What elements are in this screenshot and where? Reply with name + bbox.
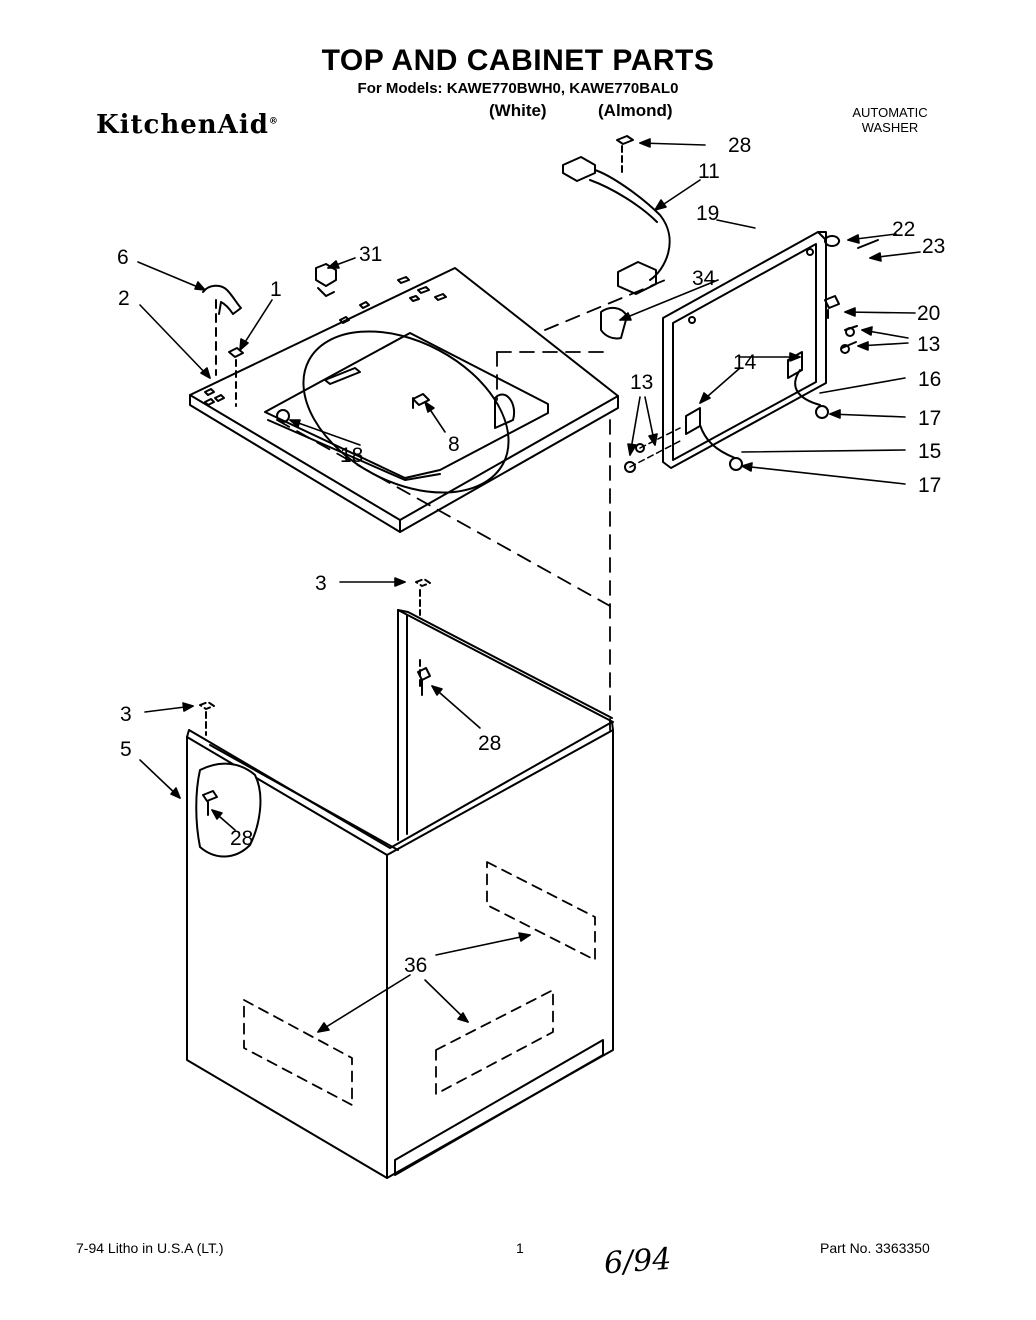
part-number: Part No. 3363350 — [820, 1240, 930, 1256]
callout-1: 1 — [270, 278, 282, 301]
alignment-lines — [276, 277, 671, 731]
appliance-type-line2: WASHER — [861, 120, 919, 135]
model-numbers: For Models: KAWE770BWH0, KAWE770BAL0 — [357, 80, 679, 97]
callout-34: 34 — [692, 267, 716, 290]
callout-18: 18 — [340, 444, 363, 467]
callout-31: 31 — [359, 243, 382, 266]
callout-22: 22 — [892, 218, 915, 241]
callout-14: 14 — [733, 351, 757, 374]
callout-6: 6 — [117, 246, 129, 269]
handwritten-date: 6/94 — [602, 1241, 673, 1282]
callout-17-lower: 17 — [918, 474, 941, 497]
callout-28-cabinet: 28 — [478, 732, 501, 755]
rear-panel-frame — [624, 231, 879, 473]
print-info: 7-94 Litho in U.S.A (LT.) — [76, 1240, 224, 1256]
top-small-parts — [202, 263, 414, 409]
brand-logo: KitchenAid® — [96, 110, 279, 140]
washer-top-panel — [189, 267, 619, 533]
callout-20: 20 — [917, 302, 940, 325]
callout-16: 16 — [918, 368, 941, 391]
callout-labels: 28 11 19 22 23 6 31 34 1 2 20 13 14 13 1… — [117, 134, 945, 977]
variant-white: (White) — [489, 101, 547, 120]
callout-2: 2 — [118, 287, 130, 310]
callout-28-lid-screw: 28 — [728, 134, 751, 157]
leader-arrows — [137, 138, 921, 1033]
callout-13-right: 13 — [917, 333, 940, 356]
callout-3-upper: 3 — [315, 572, 327, 595]
lid-switch-harness — [562, 135, 671, 340]
callout-23: 23 — [922, 235, 945, 258]
callout-5: 5 — [120, 738, 132, 761]
callout-13-left: 13 — [630, 371, 653, 394]
callout-36: 36 — [404, 954, 427, 977]
page-title: TOP AND CABINET PARTS — [321, 44, 715, 77]
cabinet — [186, 578, 614, 1179]
page-number: 1 — [516, 1240, 524, 1256]
callout-17-upper: 17 — [918, 407, 941, 430]
appliance-type: AUTOMATIC WASHER — [830, 105, 950, 135]
callout-8: 8 — [448, 433, 460, 456]
callout-28-side: 28 — [230, 827, 253, 850]
callout-15: 15 — [918, 440, 941, 463]
callout-3-lower: 3 — [120, 703, 132, 726]
callout-11-lid-switch: 11 — [698, 160, 720, 183]
callout-19-rear-panel: 19 — [696, 202, 719, 225]
variant-almond: (Almond) — [598, 101, 673, 120]
appliance-type-line1: AUTOMATIC — [852, 105, 928, 120]
